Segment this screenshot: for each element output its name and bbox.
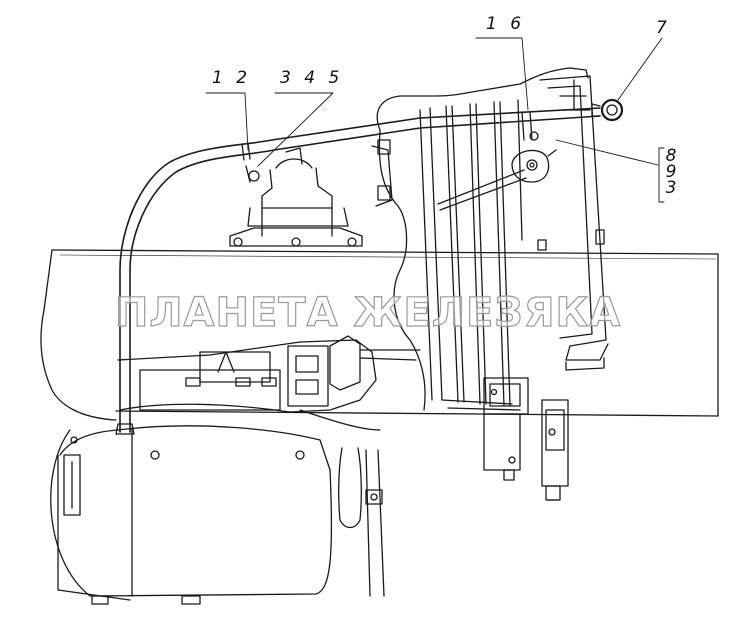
- tank-housing: [40, 309, 333, 605]
- callout-3: 3: [665, 178, 677, 198]
- callout-8-9-3: 8 9 3: [664, 146, 678, 198]
- callout-8: 8: [665, 146, 677, 166]
- eye-fitting: [591, 98, 624, 122]
- shield-panel: [371, 67, 589, 411]
- lever-linkage: [437, 149, 557, 211]
- radiator-panel: [419, 99, 523, 411]
- callout-9: 9: [665, 162, 677, 182]
- lower-bracket: [483, 377, 569, 501]
- frame-rail: [43, 249, 719, 417]
- callout-3-4-5: 3 4 5: [280, 68, 344, 88]
- mount-pedestal: [229, 147, 363, 247]
- main-tube: [115, 107, 601, 435]
- callout-7: 7: [656, 18, 671, 38]
- bracket-arm: [537, 75, 609, 371]
- mechanism-block: [117, 335, 421, 431]
- leader-lines: [205, 37, 665, 203]
- callout-1-2: 1 2: [212, 68, 252, 88]
- callout-1-6: 1 6: [486, 14, 526, 34]
- support-post: [338, 447, 385, 597]
